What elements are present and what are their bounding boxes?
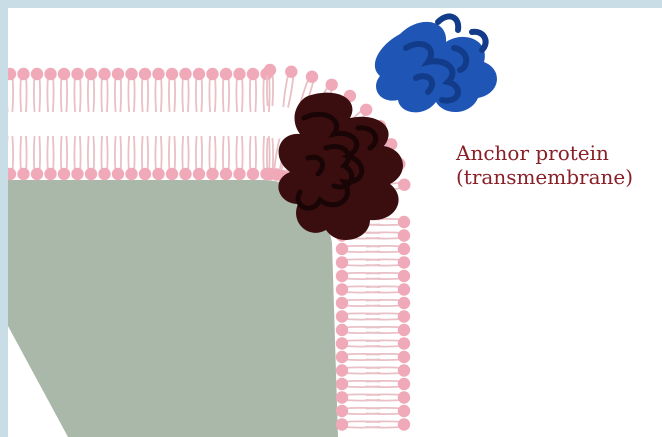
phospholipid [8,68,16,112]
phospholipid [336,324,380,336]
phospholipid [336,337,380,349]
phospholipid [139,68,151,112]
phospholipid [112,68,124,112]
phospholipid [152,136,164,180]
phospholipid [220,68,232,112]
phospholipid [366,270,410,282]
phospholipid [283,66,297,108]
phospholipid [166,136,178,180]
phospholipid [206,68,218,112]
phospholipid [98,136,110,180]
extracellular-protein-domain [375,16,497,112]
phospholipid [71,68,83,112]
phospholipid [125,136,137,180]
phospholipid [247,68,259,112]
phospholipid [85,68,97,112]
phospholipid [366,418,410,430]
phospholipid [366,324,410,336]
anchor-protein-label: Anchor protein (transmembrane) [456,141,633,189]
phospholipid [336,297,380,309]
phospholipid [366,405,410,417]
phospholipid [58,136,70,180]
phospholipid [220,136,232,180]
phospholipid [336,418,380,430]
anchor-protein [278,93,403,240]
phospholipid [336,270,380,282]
phospholipid [85,136,97,180]
anchor-protein-label-line1: Anchor protein [456,141,633,165]
phospholipid [366,378,410,390]
phospholipid [193,136,205,180]
phospholipid [31,136,43,180]
phospholipid [8,136,16,180]
phospholipid [125,68,137,112]
figure-canvas: Anchor protein (transmembrane) [8,8,662,437]
phospholipid [366,229,410,241]
phospholipid [366,351,410,363]
phospholipid [44,136,56,180]
phospholipid [152,68,164,112]
phospholipid [366,337,410,349]
phospholipid [336,351,380,363]
anchor-protein-label-line2: (transmembrane) [456,165,633,189]
phospholipid [139,136,151,180]
phospholipid [336,378,380,390]
phospholipid [336,243,380,255]
phospholipid [112,136,124,180]
phospholipid [366,310,410,322]
phospholipid [366,391,410,403]
phospholipid [233,68,245,112]
phospholipid [336,310,380,322]
phospholipid [179,136,191,180]
phospholipid [366,283,410,295]
phospholipid [98,68,110,112]
phospholipid [336,256,380,268]
phospholipid [71,136,83,180]
phospholipid [17,68,29,112]
phospholipid [193,68,205,112]
cytoplasm-region [8,180,338,437]
phospholipid [247,136,259,180]
phospholipid [31,68,43,112]
phospholipid [336,364,380,376]
phospholipid [58,68,70,112]
phospholipid [336,283,380,295]
phospholipid [166,68,178,112]
phospholipid [17,136,29,180]
membrane-diagram [8,8,662,437]
phospholipid [366,243,410,255]
phospholipid [336,405,380,417]
phospholipid [336,391,380,403]
phospholipid [366,297,410,309]
phospholipid [366,364,410,376]
phospholipid [206,136,218,180]
phospholipid [179,68,191,112]
phospholipid [44,68,56,112]
phospholipid [233,136,245,180]
phospholipid [366,256,410,268]
